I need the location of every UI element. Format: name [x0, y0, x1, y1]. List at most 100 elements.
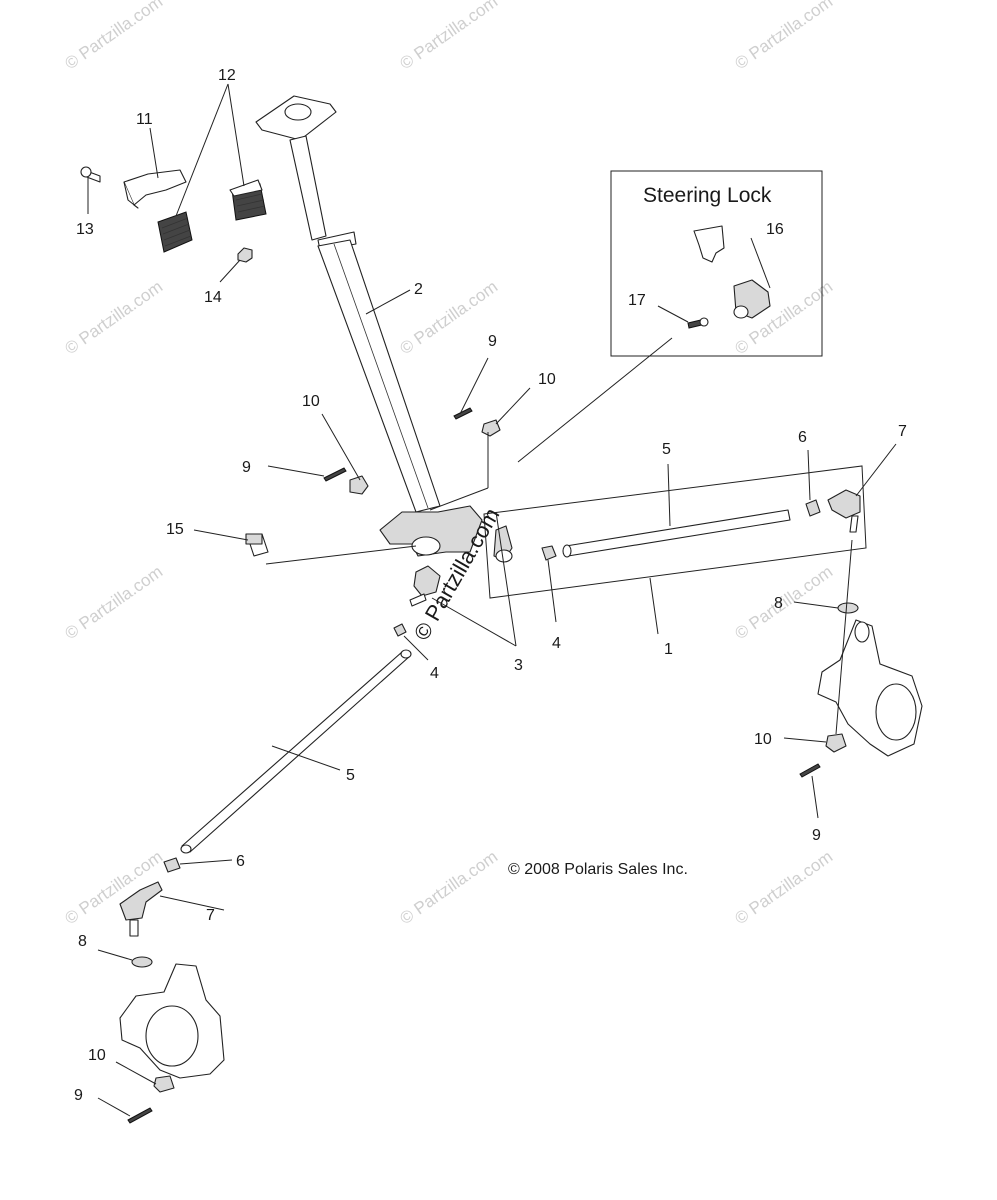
- tie-rod-end-part: [413, 565, 441, 597]
- left-tie-rod-group: 5 6 7 8 10 9: [74, 649, 412, 1124]
- leader-line: [855, 443, 897, 497]
- callout-5: 5: [346, 767, 355, 784]
- steering-lock-inset: Steering Lock 16 17: [517, 170, 823, 463]
- callout-9: 9: [74, 1087, 83, 1104]
- leader-line: [495, 511, 517, 647]
- callout-6: 6: [798, 429, 807, 446]
- leader-line: [495, 387, 531, 425]
- jam-nut-part: [805, 499, 821, 517]
- leader-line: [547, 559, 557, 623]
- column-upper-shaft: [289, 135, 327, 241]
- tie-rod-end-stud: [129, 919, 139, 937]
- callout-2: 2: [414, 281, 423, 298]
- callout-9: 9: [488, 333, 497, 350]
- leader-line: [459, 357, 489, 415]
- knuckle-bore: [145, 1005, 199, 1067]
- leader-line: [115, 1061, 157, 1085]
- tie-rod-tube-part: [181, 651, 411, 853]
- callout-5: 5: [662, 441, 671, 458]
- leader-line: [783, 737, 827, 743]
- watermark: © Partzilla.com: [61, 277, 166, 358]
- leader-line: [431, 597, 517, 647]
- knuckle-boss: [854, 621, 870, 643]
- leader-line: [227, 83, 245, 187]
- leader-line: [667, 463, 671, 527]
- right-knuckle-group: 8 10 9: [754, 539, 923, 844]
- leader-line: [97, 949, 133, 961]
- tie-rod-tube-end: [180, 844, 192, 854]
- bushing-ribs: [161, 217, 192, 247]
- tie-rod-tube-end: [400, 649, 412, 659]
- cotter-pin-part: [323, 467, 347, 482]
- leader-line: [193, 529, 249, 541]
- leader-line: [811, 775, 819, 819]
- inset-title: Steering Lock: [643, 184, 772, 207]
- tie-rod-end-eye: [495, 549, 513, 563]
- column-hardware: 9 10 10 9 15: [166, 333, 556, 565]
- knuckle-bore: [875, 683, 917, 741]
- leader-line: [321, 413, 361, 481]
- callout-9: 9: [812, 827, 821, 844]
- copyright-notice: © 2008 Polaris Sales Inc.: [508, 861, 688, 878]
- leader-line: [219, 259, 241, 283]
- column-tube-edge: [333, 243, 429, 509]
- watermark: © Partzilla.com: [396, 277, 501, 358]
- callout-13: 13: [76, 221, 94, 238]
- callout-10: 10: [754, 731, 772, 748]
- tie-rod-end-stud: [849, 515, 859, 533]
- bushing-top: [229, 179, 263, 197]
- column-top-hub: [284, 103, 312, 121]
- washer-part: [837, 602, 859, 614]
- leader-line: [750, 237, 771, 289]
- bushing-ribs: [235, 193, 266, 213]
- callout-11: 11: [136, 111, 153, 128]
- leader-line: [97, 1097, 131, 1117]
- castle-nut-part: [153, 1075, 175, 1093]
- tie-rod-assembly: 5 6 7 1 4 3 4 © Partzilla.com: [393, 423, 907, 682]
- clamp-bracket-tab: [123, 181, 139, 209]
- leader-line: [159, 895, 225, 911]
- column-base-bore: [411, 536, 441, 556]
- watermark-layer: © Partzilla.com © Partzilla.com © Partzi…: [61, 0, 836, 928]
- callout-12: 12: [218, 67, 236, 84]
- tie-rod-end-stud: [409, 593, 427, 607]
- tie-rod-end-part: [827, 489, 861, 519]
- lock-face: [733, 305, 749, 319]
- bolt-head: [80, 166, 92, 178]
- watermark: © Partzilla.com: [731, 0, 836, 73]
- nut-part: [237, 247, 253, 263]
- callout-16: 16: [766, 221, 784, 238]
- callout-4: 4: [552, 635, 561, 652]
- leader-line: [365, 289, 411, 315]
- watermark: © Partzilla.com: [396, 0, 501, 73]
- leader-line: [149, 127, 159, 179]
- leader-line: [179, 859, 233, 865]
- inset-leader-line: [517, 337, 673, 463]
- callout-1: 1: [664, 641, 673, 658]
- tie-rod-tube-end: [562, 544, 572, 558]
- tie-rod-end-part: [119, 881, 163, 921]
- callout-6: 6: [236, 853, 245, 870]
- callout-7: 7: [206, 907, 215, 924]
- cotter-pin-part: [127, 1107, 153, 1124]
- callout-15: 15: [166, 521, 184, 538]
- callout-9: 9: [242, 459, 251, 476]
- callout-17: 17: [628, 292, 646, 309]
- castle-nut-part: [825, 733, 847, 753]
- steering-column: 2: [255, 95, 483, 557]
- leader-line: [649, 577, 659, 635]
- clamp-group: 12 11 13 14: [76, 67, 267, 306]
- leader-line: [807, 449, 811, 501]
- watermark: © Partzilla.com: [396, 847, 501, 928]
- leader-line: [793, 601, 839, 609]
- tie-rod-tube-part: [565, 509, 791, 557]
- inset-frame: [610, 170, 823, 357]
- screw-head: [699, 317, 709, 327]
- column-base-bracket: [379, 505, 483, 557]
- leader-line: [657, 305, 689, 323]
- watermark: © Partzilla.com: [731, 562, 836, 643]
- castle-nut-part: [481, 419, 501, 437]
- key-part: [693, 225, 725, 263]
- callout-8: 8: [78, 933, 87, 950]
